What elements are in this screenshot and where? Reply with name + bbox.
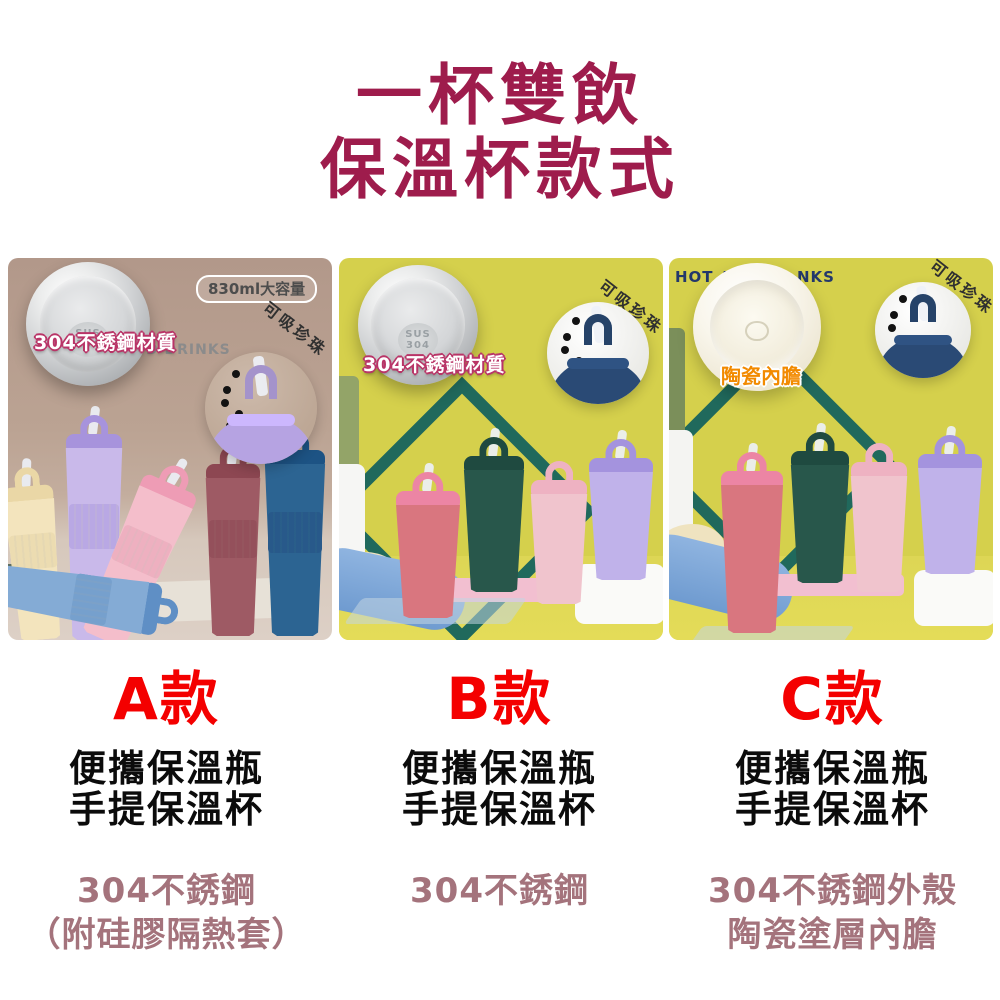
sleeve-band xyxy=(268,511,322,553)
handle xyxy=(736,452,768,476)
sleeve-band xyxy=(69,573,113,626)
boba-pearls xyxy=(890,310,899,319)
handle xyxy=(805,432,835,456)
lid-plate xyxy=(567,358,629,370)
lid xyxy=(720,471,784,488)
lid-closeup xyxy=(205,352,317,464)
tumbler-lightpink xyxy=(849,434,909,592)
capacity-badge: 830ml大容量 xyxy=(196,275,318,303)
desc-a: 便攜保溫瓶 手提保溫杯 xyxy=(69,747,264,832)
page-title-line1: 一杯雙飲 xyxy=(356,57,644,134)
tumbler-maroon xyxy=(204,435,262,636)
lid xyxy=(589,458,653,475)
cup-body xyxy=(396,505,460,618)
spec-c: 304不銹鋼外殼 陶瓷塗層內膽 xyxy=(708,870,957,956)
page-title-line2: 保溫杯款式 xyxy=(320,131,680,208)
ceramic-interior-photo xyxy=(693,263,821,391)
column-a: A款 便攜保溫瓶 手提保溫杯 304不銹鋼 （附硅膠隔熱套） xyxy=(0,652,333,957)
lid xyxy=(850,462,908,479)
sus-304-mark: SUS 304 xyxy=(66,321,110,358)
boba-pearls xyxy=(563,332,572,341)
lid xyxy=(790,451,850,468)
column-b: B款 便攜保溫瓶 手提保溫杯 304不銹鋼 xyxy=(333,652,666,913)
handle xyxy=(479,437,509,461)
steel-bottom-photo: SUS 304 xyxy=(358,265,478,385)
white-cylinder-stand xyxy=(914,570,993,626)
model-b-label: B款 xyxy=(446,665,553,733)
desc-b: 便攜保溫瓶 手提保溫杯 xyxy=(402,747,597,832)
sleeve-band xyxy=(208,520,258,558)
sleeve-band xyxy=(68,504,120,549)
cup-body xyxy=(790,465,850,583)
cup-body xyxy=(918,468,982,574)
material-label: 304不銹鋼材質 xyxy=(363,354,506,376)
cup-body xyxy=(589,472,653,580)
lid xyxy=(205,464,261,481)
spec-b: 304不銹鋼 xyxy=(410,870,589,911)
lid-closeup xyxy=(547,302,649,404)
white-cylinder xyxy=(669,430,693,534)
cup-body xyxy=(720,485,784,633)
handle xyxy=(605,439,637,463)
handle xyxy=(545,461,573,485)
tumbler-rose xyxy=(394,462,462,618)
ceramic-label: 陶瓷內膽 xyxy=(721,364,801,388)
model-c-label: C款 xyxy=(780,665,885,733)
tumbler-lavender xyxy=(916,425,984,574)
handle xyxy=(245,365,277,400)
tumbler-darkgreen xyxy=(789,422,851,583)
lid xyxy=(396,491,460,508)
ceramic-stamp xyxy=(745,320,769,342)
lid xyxy=(463,456,525,473)
handle xyxy=(934,435,966,459)
tumbler-rose xyxy=(719,442,785,633)
material-label: 304不銹鋼材質 xyxy=(34,332,177,354)
olive-cup-edge xyxy=(669,328,685,460)
boba-pearls xyxy=(222,385,231,394)
pearl-label: 可吸珍珠 xyxy=(259,298,331,361)
sus-304-mark: SUS 304 xyxy=(397,322,439,358)
handle xyxy=(909,293,937,323)
photo-panel-b: SUS 304 304不銹鋼材質 可吸珍珠 xyxy=(339,258,663,640)
hot-drinks-text-right: NKS xyxy=(797,268,835,286)
lid xyxy=(918,454,982,471)
drinks-text: D DRINKS xyxy=(146,342,231,358)
photo-panel-a: D DRINKS SUS 304 304不銹鋼材質 830ml大容量 可吸珍珠 xyxy=(8,258,332,640)
lid xyxy=(65,434,123,451)
handle xyxy=(583,314,613,345)
desc-c: 便攜保溫瓶 手提保溫杯 xyxy=(735,747,930,832)
spec-a: 304不銹鋼 （附硅膠隔熱套） xyxy=(26,870,307,956)
cup-body xyxy=(530,494,588,604)
lid-closeup xyxy=(875,282,971,378)
olive-cup-edge xyxy=(339,376,359,478)
cup-body xyxy=(850,476,908,592)
lid-plate xyxy=(894,334,952,346)
handle xyxy=(865,443,893,467)
column-c: C款 便攜保溫瓶 手提保溫杯 304不銹鋼外殼 陶瓷塗層內膽 xyxy=(666,652,999,957)
cup-body xyxy=(463,470,525,592)
tumbler-lightpink xyxy=(529,452,589,604)
model-a-label: A款 xyxy=(113,665,220,733)
handle xyxy=(412,472,444,496)
lid xyxy=(530,480,588,497)
handle xyxy=(80,415,108,439)
steel-bottom-photo: SUS 304 xyxy=(26,262,150,386)
tumbler-darkgreen xyxy=(462,427,526,592)
photo-panel-c: HOT AN NKS 陶瓷內膽 可吸珍珠 xyxy=(669,258,993,640)
tumbler-lavender xyxy=(587,429,655,580)
lid-plate xyxy=(227,413,295,426)
